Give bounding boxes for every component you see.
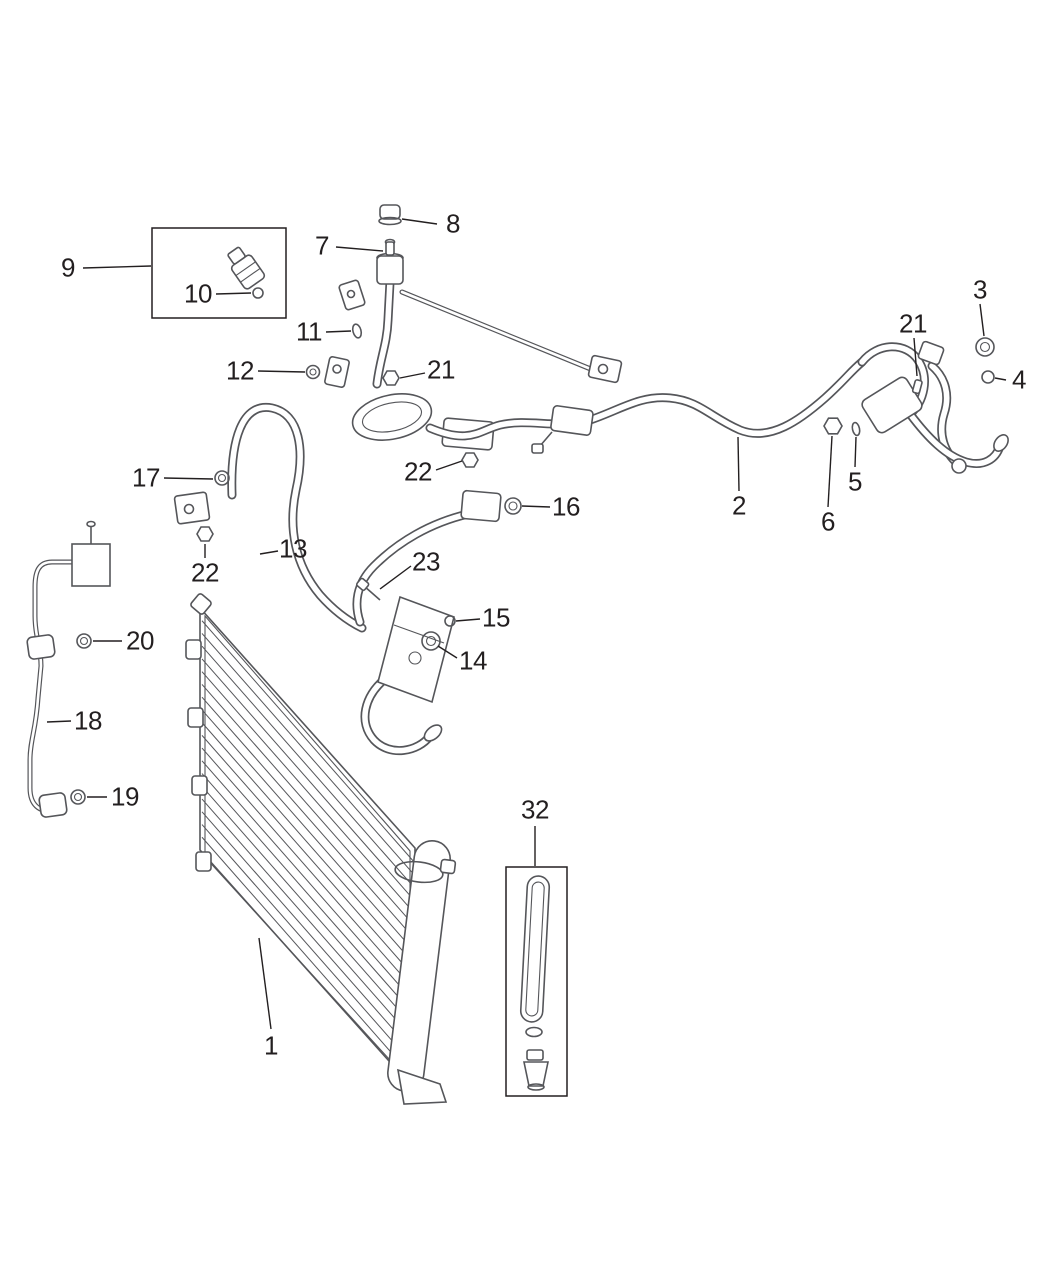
muffler-body <box>351 393 433 441</box>
nut-6 <box>823 417 843 435</box>
expansion-valve-body <box>377 595 455 704</box>
callout-label-14: 14 <box>459 645 487 676</box>
stud-21b <box>911 379 923 395</box>
leader-line-7 <box>335 246 384 252</box>
callout-label-1: 1 <box>264 1030 278 1061</box>
expansion-valve-illustration <box>355 577 456 751</box>
hose-bracket <box>173 491 211 525</box>
kit-32-box <box>505 866 568 1097</box>
leader-line-23 <box>379 565 412 590</box>
callout-label-13: 13 <box>279 533 307 564</box>
kit-9-contents <box>227 246 266 299</box>
condenser-bottom-bracket <box>396 1068 448 1105</box>
callout-label-9: 9 <box>61 252 75 283</box>
retainer-clip <box>351 323 363 339</box>
hose-end-fitting <box>460 489 502 523</box>
o-ring-20 <box>76 633 92 649</box>
o-ring-14 <box>421 631 441 651</box>
callout-label-20: 20 <box>126 625 154 656</box>
leader-line-12 <box>257 370 306 373</box>
leader-line-22a <box>435 460 463 471</box>
line-bracket <box>324 355 350 389</box>
o-ring-4 <box>981 370 995 384</box>
callout-label-16: 16 <box>552 491 580 522</box>
kit-32-contents <box>519 875 551 1091</box>
leader-line-1 <box>258 937 272 1030</box>
o-ring-3 <box>975 337 995 357</box>
callout-label-32: 32 <box>521 794 549 825</box>
leader-line-13 <box>259 550 279 555</box>
service-valve-cap <box>379 204 401 220</box>
leader-line-16 <box>521 505 551 508</box>
callout-label-8: 8 <box>446 208 460 239</box>
callout-label-7: 7 <box>315 230 329 261</box>
callout-label-22a: 22 <box>404 456 432 487</box>
callout-label-23: 23 <box>412 546 440 577</box>
line-flange <box>993 434 1009 452</box>
leader-line-6 <box>827 435 833 508</box>
callout-label-21b: 21 <box>899 308 927 339</box>
leader-line-2 <box>737 436 740 492</box>
callout-label-22b: 22 <box>191 557 219 588</box>
o-ring-12 <box>305 364 321 380</box>
kit-valve-cap <box>526 1049 544 1061</box>
leader-line-8 <box>401 218 438 225</box>
leader-line-4 <box>994 377 1007 381</box>
tube-18-illustration <box>26 520 111 818</box>
washer-17 <box>214 470 230 486</box>
leader-line-9 <box>82 265 152 269</box>
callout-label-4: 4 <box>1012 364 1026 395</box>
callout-label-5: 5 <box>848 466 862 497</box>
leader-line-5 <box>854 436 857 468</box>
nut-21a <box>382 370 400 386</box>
kit-o-ring <box>525 1026 543 1038</box>
callout-label-6: 6 <box>821 506 835 537</box>
tube-clip-lower <box>38 792 68 818</box>
tube-clip-upper <box>26 634 56 660</box>
nut-22b <box>196 526 214 542</box>
leader-line-18 <box>46 720 72 723</box>
o-ring-15 <box>444 615 456 627</box>
kit-9-box <box>151 227 287 319</box>
right-fitting-assembly <box>823 337 1009 474</box>
nut-22a <box>461 452 479 468</box>
tube-18-connector <box>71 543 111 587</box>
leader-line-14 <box>437 645 458 659</box>
suction-liquid-line-illustration <box>430 362 862 454</box>
leader-line-17 <box>163 477 214 480</box>
leader-line-21a <box>399 372 426 379</box>
callout-label-17: 17 <box>132 462 160 493</box>
leader-line-15 <box>455 618 481 622</box>
o-ring-16 <box>504 497 522 515</box>
callout-label-15: 15 <box>482 602 510 633</box>
line-bracket-2 <box>587 354 623 384</box>
callout-label-19: 19 <box>111 781 139 812</box>
leader-line-3 <box>979 303 985 337</box>
o-ring-10 <box>252 287 264 299</box>
callout-label-10: 10 <box>184 278 212 309</box>
callout-label-3: 3 <box>973 274 987 305</box>
clip-5 <box>851 421 861 437</box>
leader-line-21b <box>913 337 918 377</box>
pressure-transducer <box>550 405 594 436</box>
callout-label-2: 2 <box>732 490 746 521</box>
condenser-fins <box>201 620 414 1078</box>
leader-lines-layer <box>46 218 1007 1097</box>
callout-label-11: 11 <box>296 316 323 347</box>
callout-label-18: 18 <box>74 705 102 736</box>
o-ring-19 <box>70 789 86 805</box>
condenser-illustration <box>185 593 457 1105</box>
hose-13-illustration <box>173 407 362 628</box>
bolt-23 <box>355 577 370 592</box>
hose-16-illustration <box>357 489 522 622</box>
leader-line-11 <box>325 330 352 333</box>
callout-label-21a: 21 <box>427 354 455 385</box>
seal-strip <box>519 875 551 1023</box>
leader-line-10 <box>215 292 252 295</box>
callout-label-12: 12 <box>226 355 254 386</box>
